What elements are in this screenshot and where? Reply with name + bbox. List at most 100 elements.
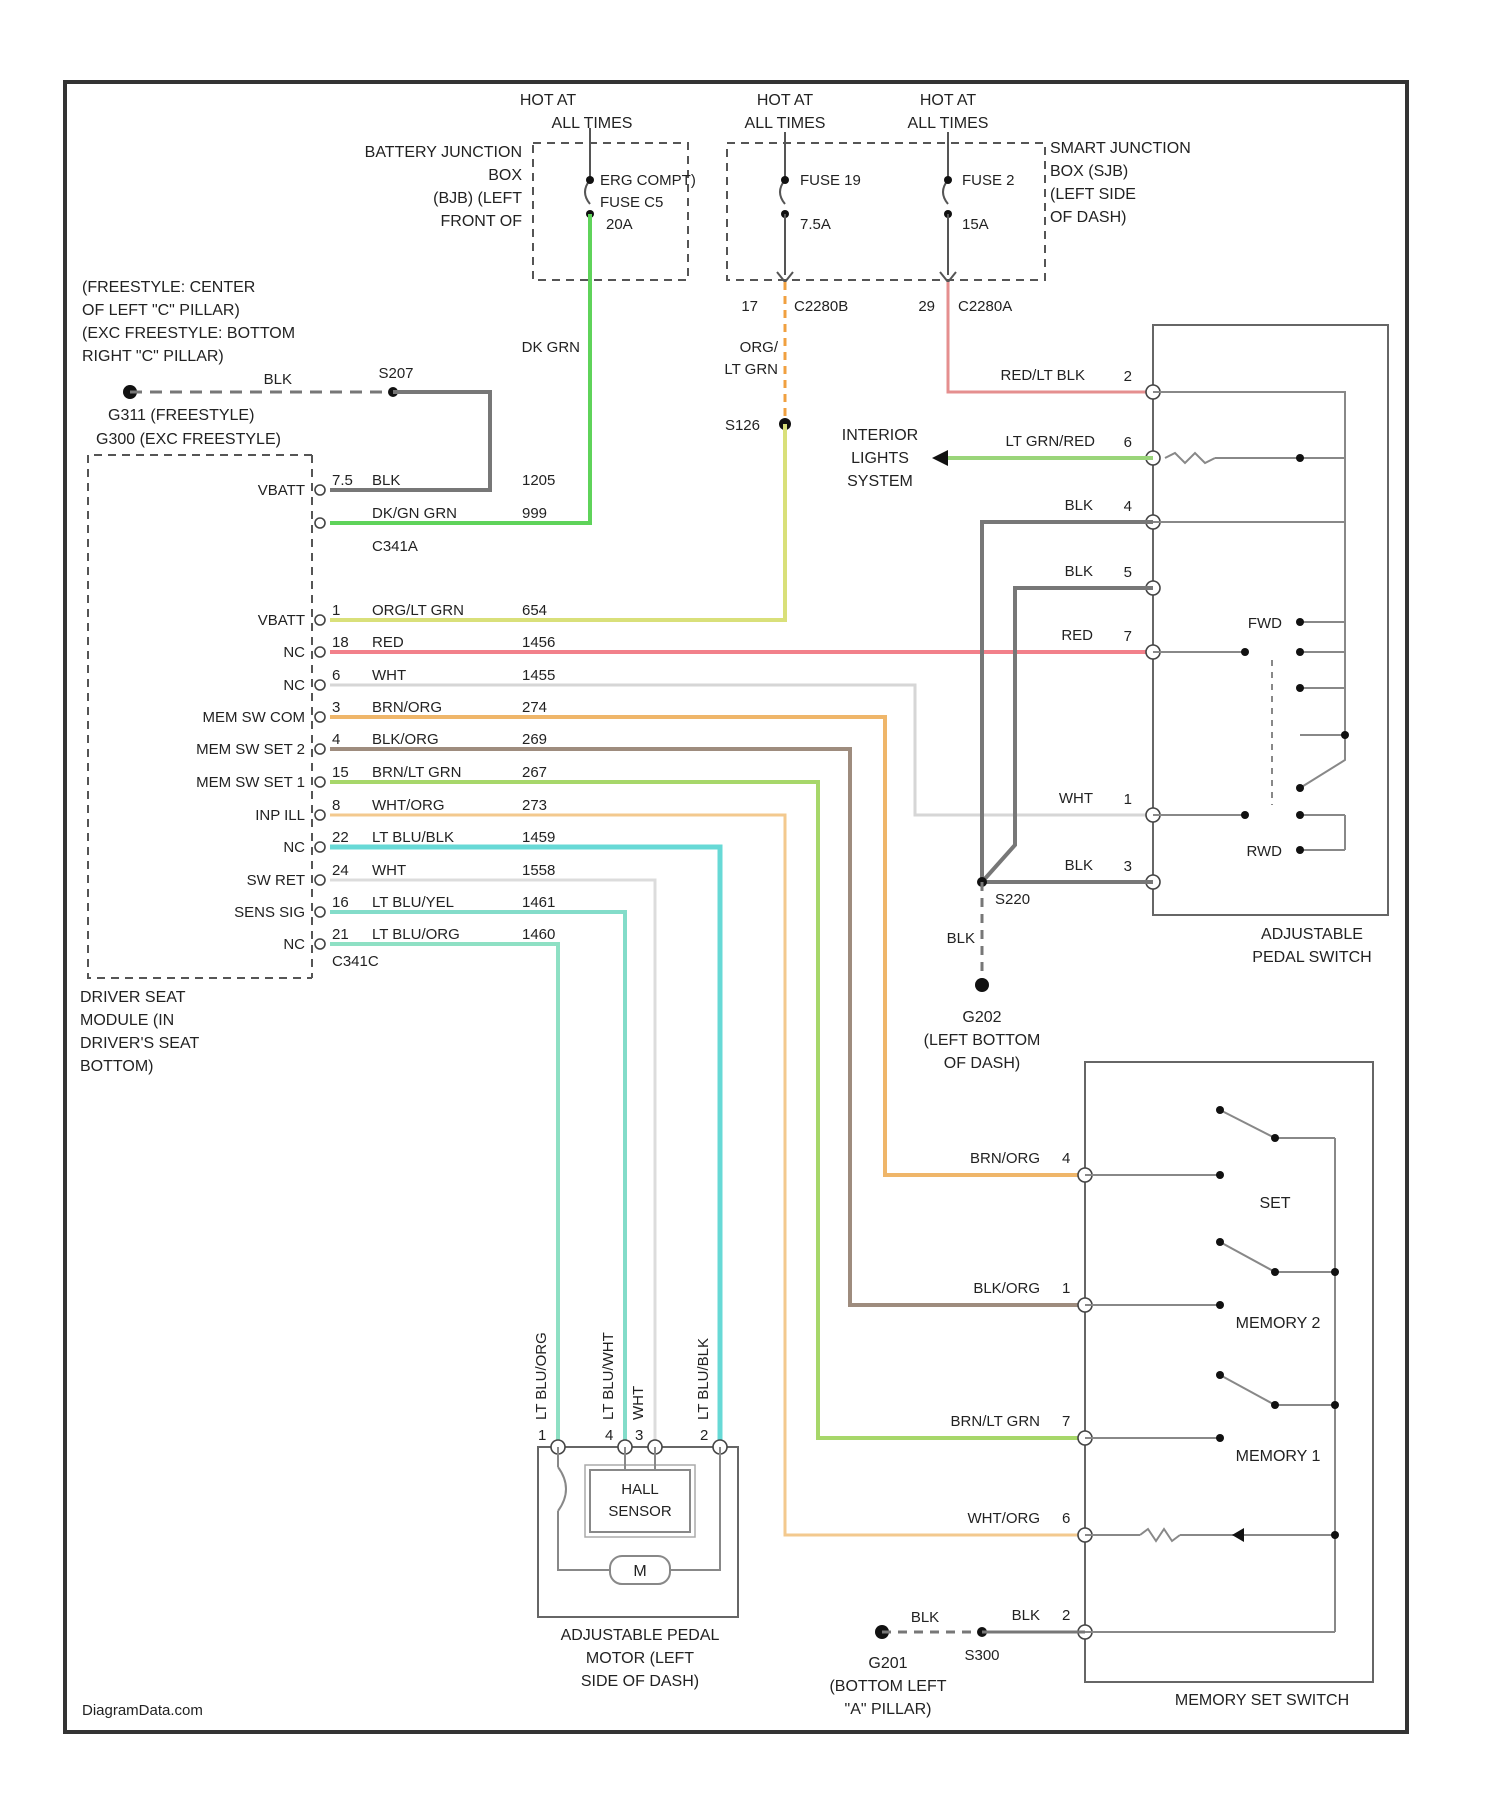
- watermark: DiagramData.com: [82, 1702, 203, 1719]
- memory-pin-number: 1: [1062, 1280, 1070, 1297]
- svg-text:5: 5: [1124, 564, 1132, 581]
- hot-at-all-times-2: HOT AT ALL TIMES: [745, 92, 826, 132]
- module-circuit-number: 1460: [522, 926, 555, 943]
- wire-blk-vbatt: [330, 392, 490, 490]
- svg-text:LIGHTS: LIGHTS: [851, 450, 909, 467]
- module-wire-color: RED: [372, 634, 404, 651]
- module-wire-color: BRN/ORG: [372, 699, 442, 716]
- motor-pin-number: 3: [635, 1427, 643, 1444]
- connector-c2280a: 29 C2280A: [918, 272, 1012, 315]
- module-wire-color: WHT: [372, 862, 406, 879]
- motor-wire-label: LT BLU/WHT: [600, 1332, 617, 1420]
- module-circuit-number: 999: [522, 505, 547, 522]
- module-circuit-number: 273: [522, 797, 547, 814]
- hot-at-all-times-1: HOT AT ALL TIMES: [520, 92, 633, 132]
- module-wire-color: BLK: [372, 472, 400, 489]
- module-pin: [315, 647, 325, 657]
- svg-text:HOT AT: HOT AT: [757, 92, 814, 109]
- module-wire-color: ORG/LT GRN: [372, 602, 464, 619]
- svg-text:PEDAL SWITCH: PEDAL SWITCH: [1252, 949, 1371, 966]
- svg-text:FUSE 2: FUSE 2: [962, 172, 1015, 189]
- module-pin-label: NC: [283, 936, 305, 953]
- svg-text:BOX (SJB): BOX (SJB): [1050, 163, 1128, 180]
- module-connector-c341c: C341C: [332, 953, 379, 970]
- svg-text:SYSTEM: SYSTEM: [847, 473, 913, 490]
- motor-wire-label: LT BLU/ORG: [533, 1332, 550, 1420]
- ground-g201-label: G201 (BOTTOM LEFT "A" PILLAR): [829, 1655, 946, 1718]
- module-pin-number: 24: [332, 862, 349, 879]
- svg-text:29: 29: [918, 298, 935, 315]
- wire-lt-blu-yel: [330, 912, 625, 1447]
- module-pin-label: MEM SW COM: [203, 709, 306, 726]
- module-pin-label: SENS SIG: [234, 904, 305, 921]
- wire-label-wht: WHT: [1059, 790, 1093, 807]
- memory-switch-pins: BRN/ORG4BLK/ORG1BRN/LT GRN7WHT/ORG6BLK2: [951, 1150, 1092, 1639]
- hall-sensor-label-2: SENSOR: [608, 1503, 672, 1520]
- svg-text:BOTTOM): BOTTOM): [80, 1058, 153, 1075]
- svg-text:DRIVER'S SEAT: DRIVER'S SEAT: [80, 1035, 199, 1052]
- wire-label-red: RED: [1061, 627, 1093, 644]
- interior-lights-system-label: INTERIOR LIGHTS SYSTEM: [842, 427, 918, 490]
- svg-text:17: 17: [741, 298, 758, 315]
- wire-label-red-lt-blk: RED/LT BLK: [1001, 367, 1085, 384]
- svg-text:G201: G201: [868, 1655, 907, 1672]
- module-pin-label: NC: [283, 677, 305, 694]
- module-wire-color: LT BLU/YEL: [372, 894, 454, 911]
- svg-text:7: 7: [1124, 628, 1132, 645]
- motor-m: M: [633, 1563, 646, 1580]
- memory-set-switch: [1085, 1062, 1373, 1682]
- module-wire-color: BRN/LT GRN: [372, 764, 461, 781]
- ground-g301-label: (FREESTYLE: CENTER OF LEFT "C" PILLAR) (…: [82, 279, 295, 365]
- svg-text:HOT AT: HOT AT: [520, 92, 577, 109]
- svg-text:OF DASH): OF DASH): [944, 1055, 1020, 1072]
- module-pin-label: SW RET: [247, 872, 305, 889]
- adjustable-pedal-switch-label: ADJUSTABLE PEDAL SWITCH: [1252, 926, 1371, 966]
- module-pin-label: NC: [283, 839, 305, 856]
- module-circuit-number: 654: [522, 602, 547, 619]
- memory-wire-label: WHT/ORG: [968, 1510, 1041, 1527]
- module-pin: [315, 810, 325, 820]
- memory-wire-label: BLK: [1012, 1607, 1040, 1624]
- module-pin: [315, 485, 325, 495]
- adjustable-pedal-motor-label: ADJUSTABLE PEDAL MOTOR (LEFT SIDE OF DAS…: [561, 1627, 720, 1690]
- ground-g202-symbol: [975, 978, 989, 992]
- module-pin-number: 6: [332, 667, 340, 684]
- memory-switch-internals: [1085, 1110, 1335, 1632]
- svg-text:4: 4: [1124, 498, 1132, 515]
- module-wire-color: C341A: [372, 538, 418, 555]
- driver-seat-module-label: DRIVER SEAT MODULE (IN DRIVER'S SEAT BOT…: [80, 989, 199, 1075]
- svg-text:(BOTTOM LEFT: (BOTTOM LEFT: [829, 1678, 946, 1695]
- svg-text:7.5A: 7.5A: [800, 216, 831, 233]
- wire-label-org: ORG/: [740, 339, 779, 356]
- module-pin-label: NC: [283, 644, 305, 661]
- svg-text:ERG COMPT): ERG COMPT): [600, 172, 696, 189]
- memory-wire-label: BLK/ORG: [973, 1280, 1040, 1297]
- module-wire-color: BLK/ORG: [372, 731, 439, 748]
- memory-pin-number: 4: [1062, 1150, 1070, 1167]
- memory-pin-number: 7: [1062, 1413, 1070, 1430]
- svg-text:1: 1: [1124, 791, 1132, 808]
- memory-switch-memory-2: MEMORY 2: [1236, 1315, 1321, 1332]
- pedal-switch-fwd: FWD: [1248, 615, 1282, 632]
- svg-text:15A: 15A: [962, 216, 989, 233]
- svg-text:(LEFT SIDE: (LEFT SIDE: [1050, 186, 1136, 203]
- wire-label-blk-g201: BLK: [911, 1609, 939, 1626]
- svg-text:MODULE (IN: MODULE (IN: [80, 1012, 174, 1029]
- module-pin-number: 1: [332, 602, 340, 619]
- module-wire-color: LT BLU/ORG: [372, 926, 460, 943]
- module-circuit-number: 267: [522, 764, 547, 781]
- svg-text:C2280B: C2280B: [794, 298, 848, 315]
- module-pin: [315, 777, 325, 787]
- svg-text:SMART JUNCTION: SMART JUNCTION: [1050, 140, 1191, 157]
- svg-text:INTERIOR: INTERIOR: [842, 427, 918, 444]
- wire-label-blk-4: BLK: [1065, 497, 1093, 514]
- module-wire-color: DK/GN GRN: [372, 505, 457, 522]
- hall-sensor-label-1: HALL: [621, 1481, 659, 1498]
- module-pin-number: 3: [332, 699, 340, 716]
- motor-pins: LT BLU/ORG1LT BLU/WHT4WHT3LT BLU/BLK2: [533, 1332, 727, 1454]
- module-pin-number: 15: [332, 764, 349, 781]
- module-wires: [330, 652, 1153, 1535]
- motor-wire-label: WHT: [630, 1386, 647, 1420]
- smart-junction-box: [727, 143, 1045, 280]
- svg-text:SIDE OF DASH): SIDE OF DASH): [581, 1673, 699, 1690]
